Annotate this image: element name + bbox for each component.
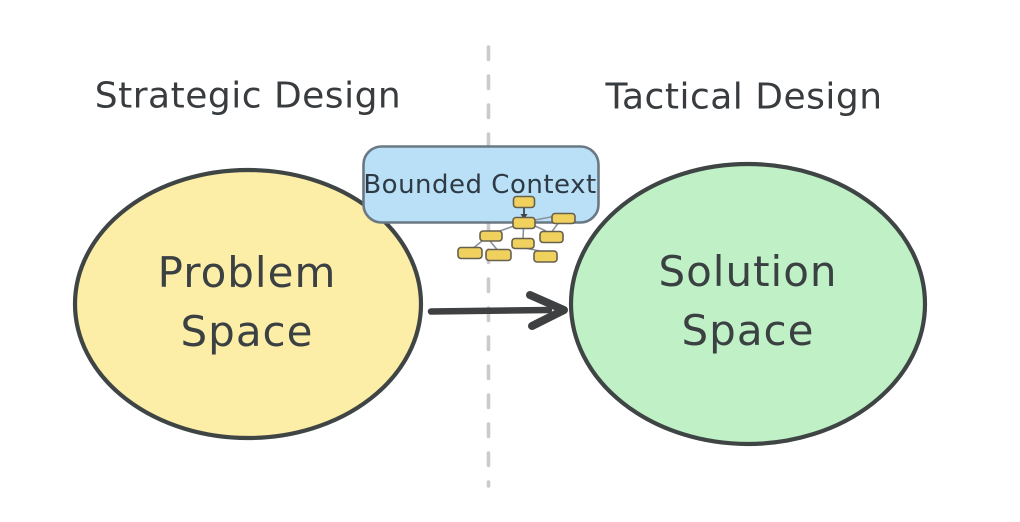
strategic-design-heading: Strategic Design (94, 75, 402, 117)
tree-node (551, 212, 576, 225)
tree-edge (522, 228, 525, 239)
tactical-design-heading: Tactical Design (605, 76, 883, 118)
tree-edge (551, 223, 559, 232)
bounded-context-label: Bounded Context (363, 170, 597, 200)
tree-node (511, 237, 535, 250)
tree-node (533, 250, 558, 263)
context-map-mini-diagram (457, 195, 576, 263)
transition-arrow-tail (427, 306, 553, 315)
tree-node (512, 195, 536, 209)
problem-space-label: Problem Space (157, 248, 337, 356)
tree-node (485, 248, 512, 262)
tree-edge (489, 240, 498, 251)
transition-arrow-head (526, 291, 568, 330)
problem-space-ellipse (72, 167, 424, 441)
tree-edge (534, 225, 547, 232)
bounded-context-box (362, 145, 600, 224)
solution-space-label: Solution Space (658, 247, 838, 355)
tree-node (539, 230, 564, 244)
tree-node (479, 230, 503, 242)
transition-arrow (427, 291, 568, 330)
tree-node (457, 246, 483, 260)
solution-space-ellipse (568, 161, 928, 447)
tree-edge (473, 240, 483, 249)
tree-node (512, 216, 536, 230)
